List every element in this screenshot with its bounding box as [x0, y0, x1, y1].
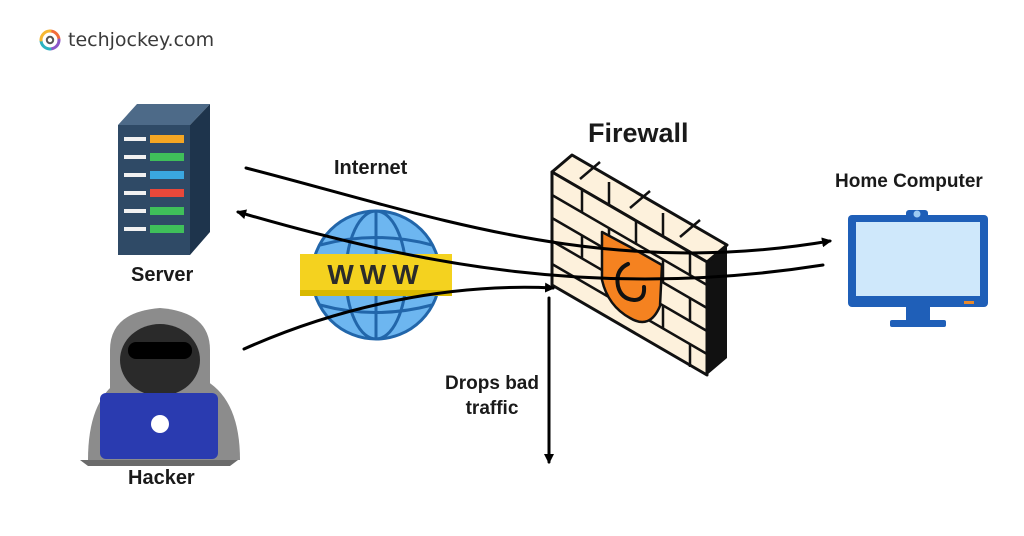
brand-name: techjockey.com: [68, 29, 215, 51]
drops-traffic-line2: traffic: [465, 398, 519, 419]
drops-traffic-label: Drops bad traffic: [440, 371, 544, 421]
home-computer-label: Home Computer: [835, 171, 983, 192]
hacker-icon: [80, 308, 240, 466]
brand-logo-icon: [39, 29, 61, 51]
computer-to-server-arrow: [236, 209, 825, 281]
firewall-wall-icon: [550, 153, 729, 377]
shield-icon: [600, 230, 664, 324]
firewall-label: Firewall: [588, 118, 689, 148]
server-label: Server: [131, 264, 194, 286]
www-label: WWW: [327, 259, 425, 290]
hacker-label: Hacker: [128, 467, 195, 489]
traffic-arrows: [236, 166, 832, 464]
hacker-to-firewall-arrow: [242, 282, 555, 351]
brand-logo: techjockey.com: [38, 28, 214, 52]
home-computer-icon: [848, 210, 988, 327]
internet-globe-icon: [300, 209, 452, 341]
drops-traffic-line1: Drops bad: [445, 373, 539, 394]
internet-label: Internet: [334, 157, 408, 179]
server-icon: [118, 104, 210, 255]
server-to-computer-arrow: [244, 166, 832, 255]
